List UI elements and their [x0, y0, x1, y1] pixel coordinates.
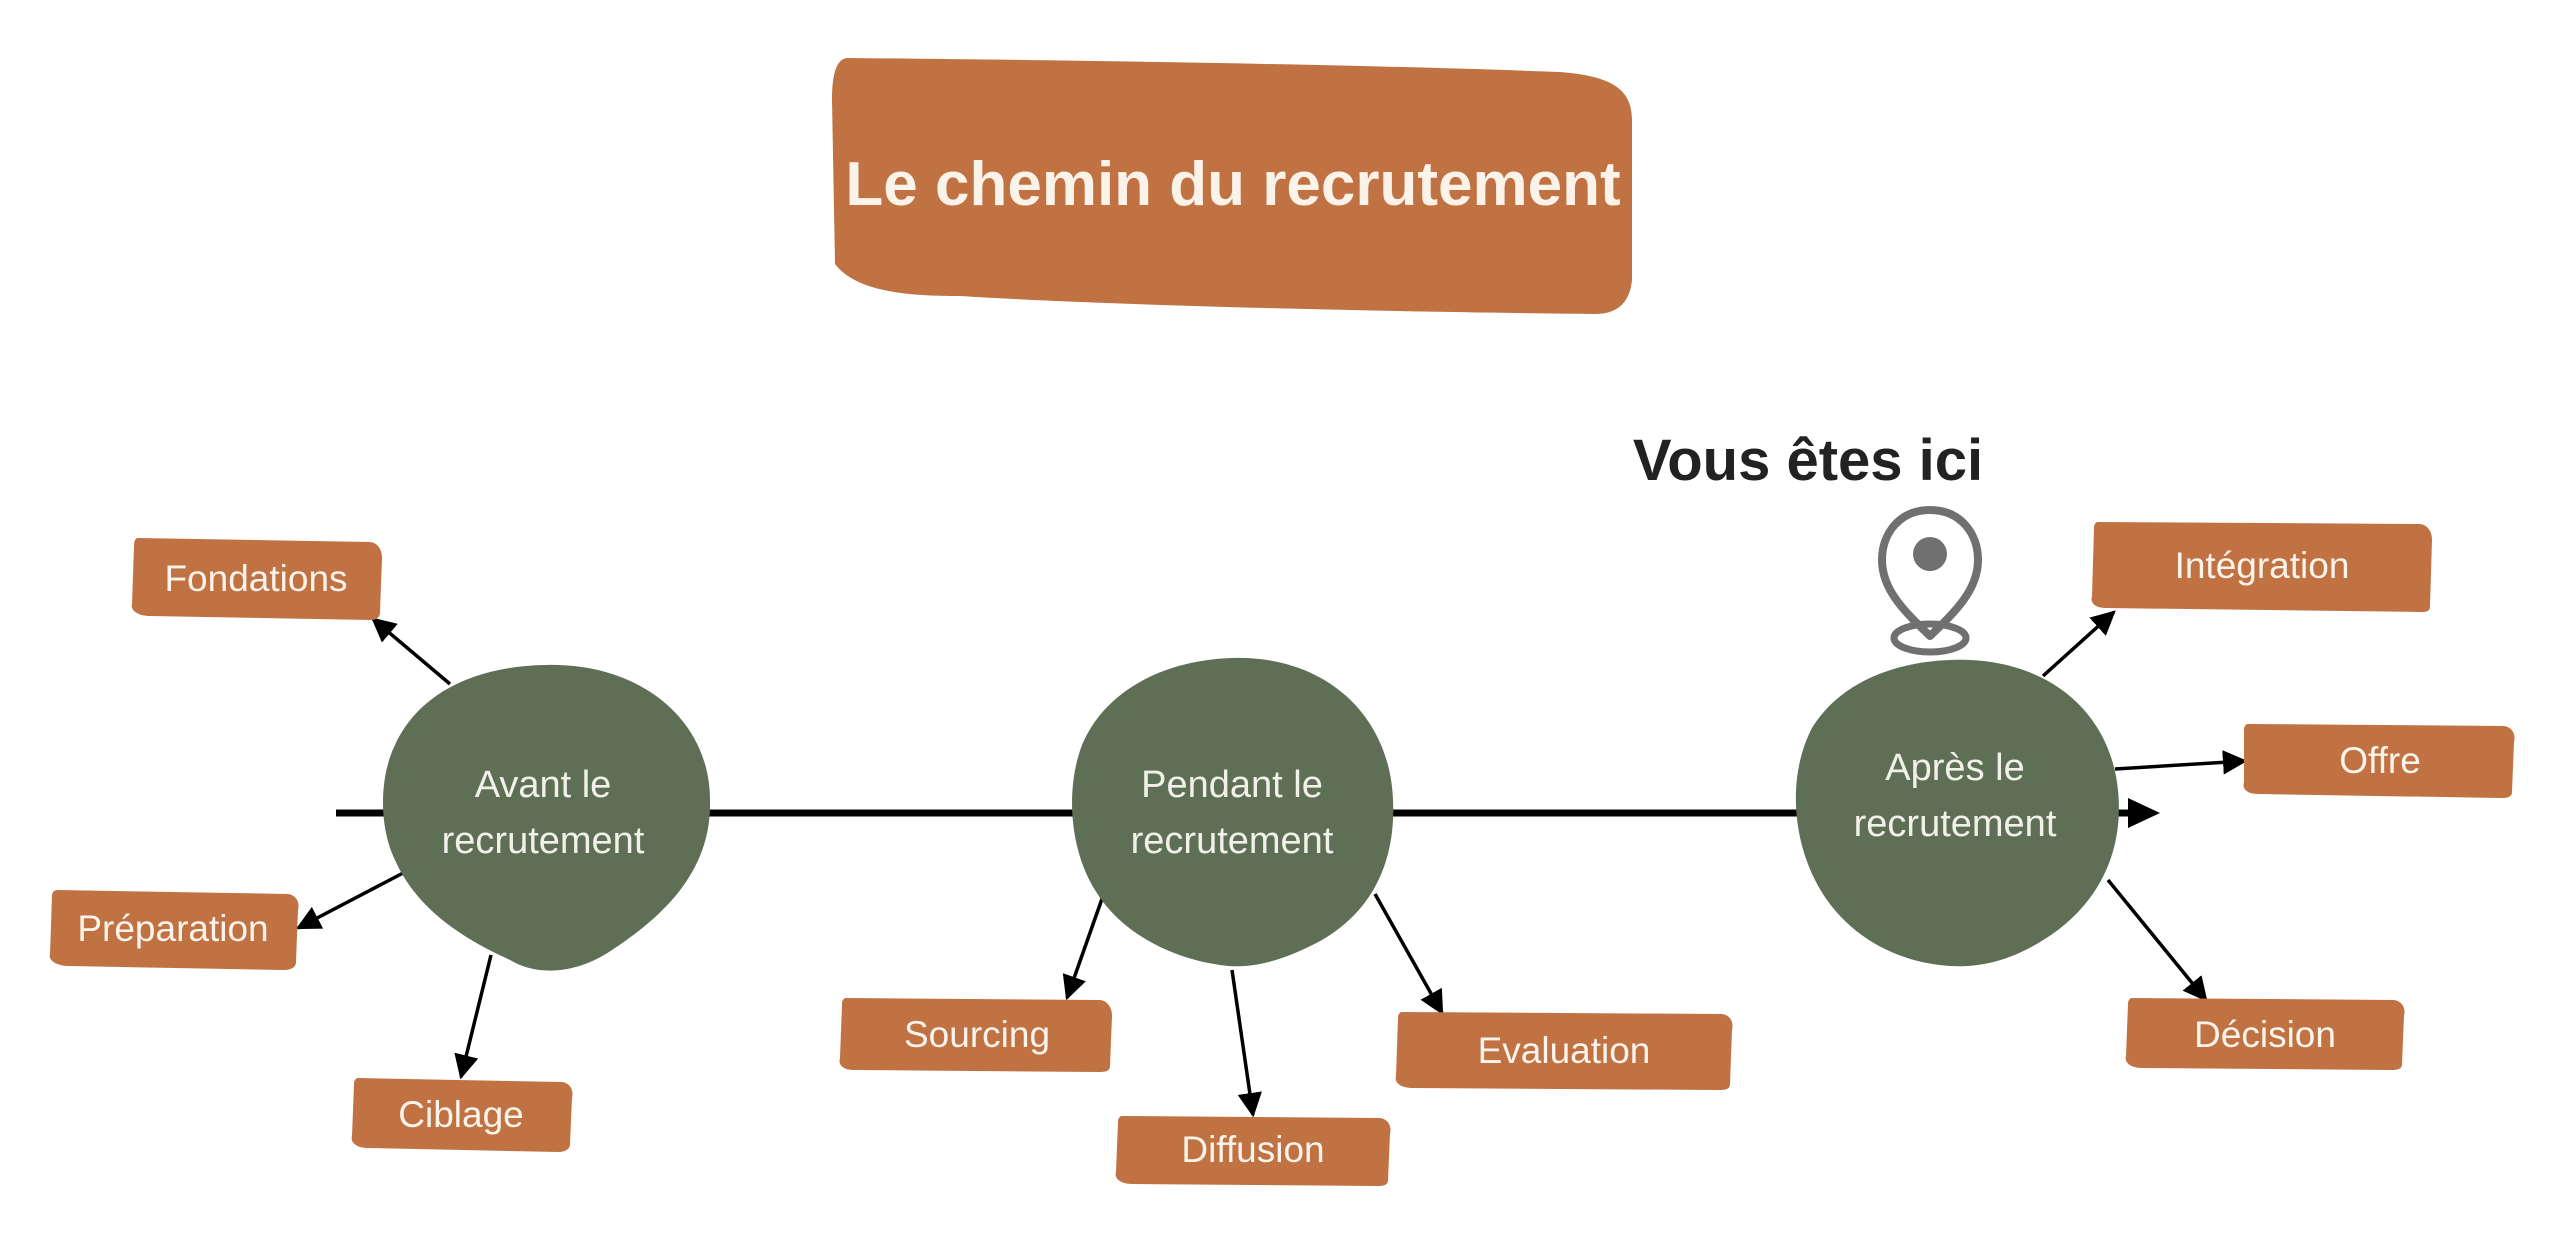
step-tag-shape	[839, 998, 1112, 1072]
step-label-evaluation: Evaluation	[1478, 1030, 1651, 1071]
step-label-diffusion: Diffusion	[1181, 1129, 1324, 1170]
timeline-arrowhead	[2128, 798, 2160, 828]
arrow-to-evaluation	[1373, 893, 1444, 1016]
you-are-here-label: Vous êtes ici	[1633, 428, 1983, 493]
phase-blob-apres	[1795, 659, 2119, 967]
step-tag-shape	[2243, 724, 2515, 798]
step-tag-offre: Offre	[2243, 724, 2515, 798]
arrow-to-preparation	[295, 870, 406, 930]
step-tag-shape	[2125, 998, 2405, 1070]
phase-blob-pendant	[1072, 657, 1394, 967]
step-label-ciblage: Ciblage	[398, 1094, 523, 1135]
step-tag-shape	[1115, 1116, 1391, 1186]
phase-node-pendant: Pendant le recrutement	[1072, 657, 1394, 967]
arrow-to-decision	[2106, 878, 2208, 1002]
step-label-sourcing: Sourcing	[904, 1014, 1050, 1055]
step-tag-ciblage: Ciblage	[351, 1078, 573, 1152]
step-label-integration: Intégration	[2175, 545, 2350, 586]
phase-node-apres: Après le recrutement	[1795, 659, 2119, 967]
step-tag-diffusion: Diffusion	[1115, 1116, 1391, 1186]
phase-label-avant-line1: Avant le	[475, 764, 612, 806]
step-tag-shape	[2091, 522, 2432, 612]
step-tag-shape	[1395, 1012, 1733, 1090]
phase-blob-avant	[382, 664, 711, 971]
connectors	[295, 610, 2248, 1118]
step-label-fondations: Fondations	[164, 558, 347, 599]
step-tag-integration: Intégration	[2091, 522, 2432, 612]
arrow-to-sourcing	[1062, 895, 1105, 1001]
step-tag-shape	[351, 1078, 573, 1152]
arrow-to-ciblage	[454, 954, 493, 1080]
step-tag-fondations: Fondations	[131, 538, 382, 620]
step-label-decision: Décision	[2194, 1014, 2336, 1055]
step-tag-sourcing: Sourcing	[839, 998, 1112, 1072]
location-pin-icon	[1878, 506, 1982, 656]
phase-node-avant: Avant le recrutement	[382, 664, 711, 971]
phase-label-avant-line2: recrutement	[442, 820, 645, 862]
step-tag-shape	[49, 890, 299, 970]
you-are-here-marker: Vous êtes ici	[1633, 428, 1983, 656]
phase-label-apres-line2: recrutement	[1854, 803, 2057, 845]
phase-label-pendant-line2: recrutement	[1131, 820, 1334, 862]
step-label-offre: Offre	[2339, 740, 2421, 781]
step-tag-preparation: Préparation	[49, 890, 299, 970]
phase-label-pendant-line1: Pendant le	[1141, 764, 1323, 806]
arrow-to-integration	[2041, 610, 2116, 678]
page-title: Le chemin du recrutement	[845, 150, 1620, 219]
title-banner: Le chemin du recrutement	[832, 58, 1632, 314]
step-label-preparation: Préparation	[77, 908, 268, 949]
arrow-to-diffusion	[1230, 969, 1262, 1118]
title-banner-shape	[832, 58, 1632, 314]
phase-label-apres-line1: Après le	[1885, 747, 2024, 789]
step-tag-decision: Décision	[2125, 998, 2405, 1070]
step-tag-evaluation: Evaluation	[1395, 1012, 1733, 1090]
arrow-to-fondations	[371, 617, 452, 686]
step-tag-shape	[131, 538, 382, 620]
arrow-to-offre	[2114, 750, 2248, 775]
